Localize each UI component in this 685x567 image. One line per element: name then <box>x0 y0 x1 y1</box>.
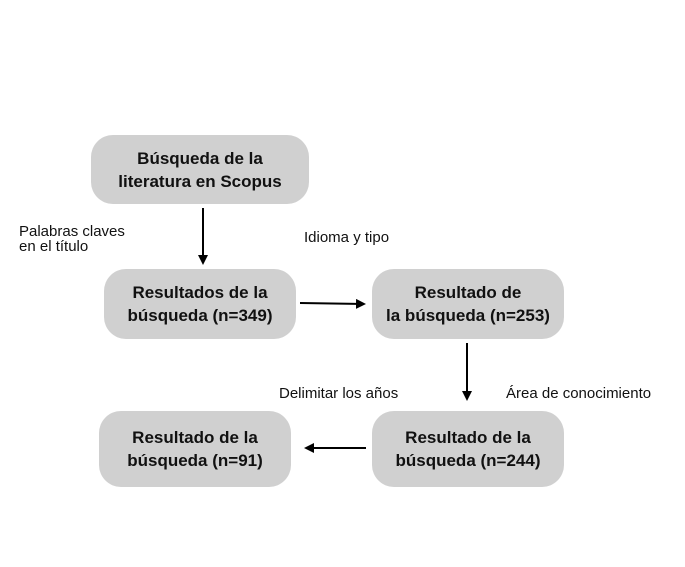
node-results-244-line2: búsqueda (n=244) <box>395 451 541 470</box>
node-literature-search-line2: literatura en Scopus <box>118 171 282 191</box>
node-results-349-line2: búsqueda (n=349) <box>127 306 273 325</box>
node-results-349: Resultados de la búsqueda (n=349) <box>104 269 296 339</box>
label-knowledge-area: Área de conocimiento <box>506 385 652 402</box>
label-keywords: Palabras claves en el título <box>19 224 125 254</box>
node-results-253-line2: la búsqueda (n=253) <box>386 306 550 325</box>
node-results-253: Resultado de la búsqueda (n=253) <box>372 269 564 339</box>
node-results-91: Resultado de la búsqueda (n=91) <box>99 411 291 487</box>
label-keywords-line1: Palabras claves <box>19 223 125 240</box>
node-results-91-line2: búsqueda (n=91) <box>127 451 263 470</box>
node-results-91-line1: Resultado de la <box>132 428 258 447</box>
label-keywords-line2: en el título <box>19 238 89 255</box>
arrow-349-to-253 <box>299 298 366 309</box>
label-delimit-years: Delimitar los años <box>279 385 399 402</box>
label-language-type: Idioma y tipo <box>304 229 390 246</box>
node-results-349-line1: Resultados de la <box>132 283 268 302</box>
node-results-244-line1: Resultado de la <box>405 428 531 447</box>
node-literature-search: Búsqueda de la literatura en Scopus <box>91 135 309 204</box>
node-results-244: Resultado de la búsqueda (n=244) <box>372 411 564 487</box>
node-results-253-line1: Resultado de <box>414 283 522 302</box>
node-literature-search-line1: Búsqueda de la <box>137 148 263 168</box>
